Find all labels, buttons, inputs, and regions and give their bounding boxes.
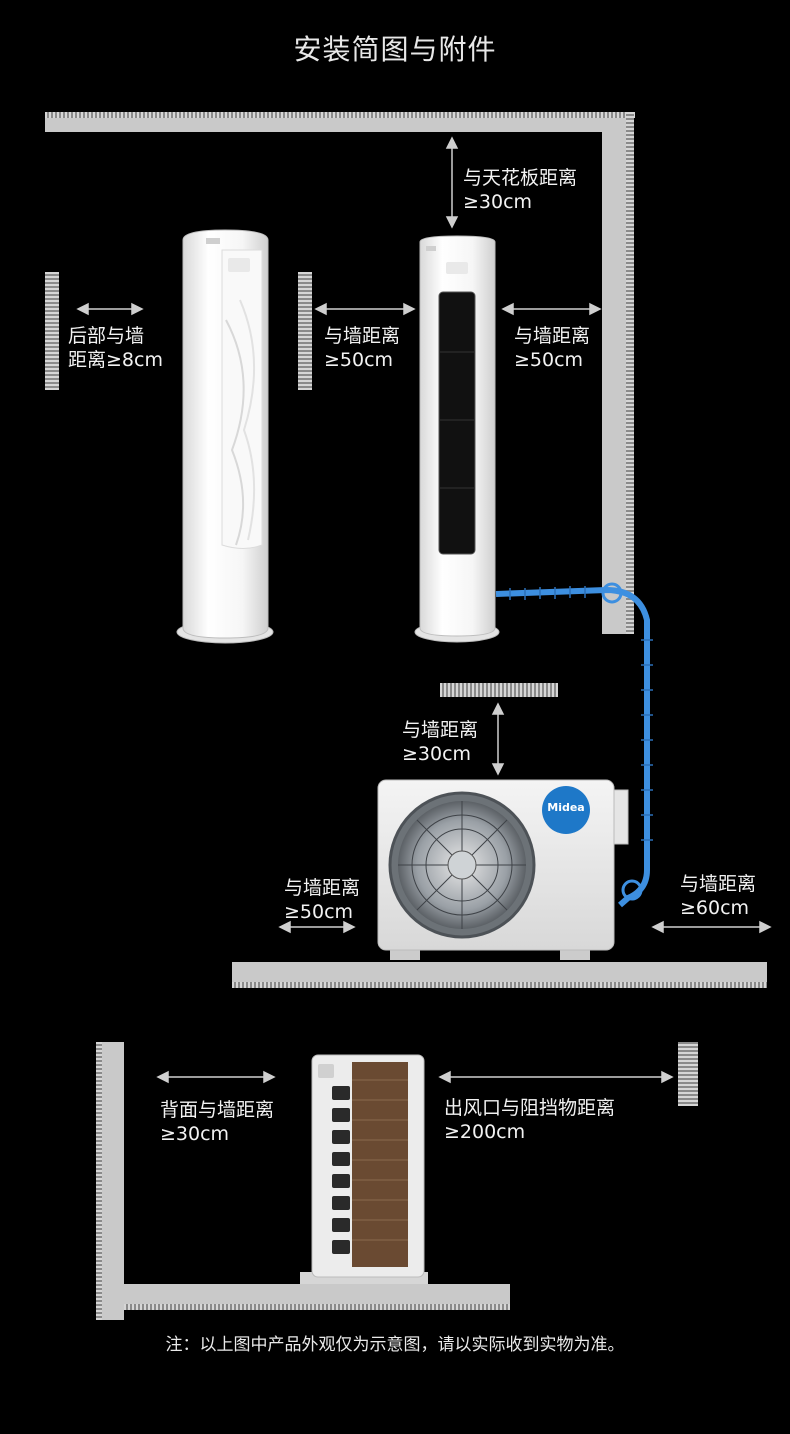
outdoor-unit <box>377 779 629 960</box>
back-wall-edge <box>96 1042 102 1320</box>
right-wall <box>602 130 626 634</box>
floor-slab-edge <box>232 982 767 988</box>
disclaimer-note: 注：以上图中产品外观仅为示意图，请以实际收到实物为准。 <box>165 1335 625 1355</box>
floor-slab <box>232 962 767 982</box>
outdoor-unit-side-view <box>300 1054 428 1284</box>
right-wall-edge <box>626 112 634 634</box>
brand-logo-text: Midea <box>547 801 585 814</box>
ceiling-wall <box>45 118 633 132</box>
indoor-unit-side-view <box>176 229 274 644</box>
obstacle-wall <box>678 1042 698 1106</box>
outdoor-top-distance-label: 与墙距离 ≥30cm <box>402 719 479 765</box>
back-distance-label: 背面与墙距离 ≥30cm <box>160 1099 275 1145</box>
outdoor-top-wall <box>440 683 558 697</box>
outdoor-left-distance-label: 与墙距离 ≥50cm <box>284 877 361 923</box>
back-wall <box>102 1042 124 1320</box>
indoor-unit-front-view <box>414 235 500 643</box>
page-title: 安装简图与附件 <box>293 33 497 66</box>
midea-logo-icon <box>542 786 590 834</box>
rear-distance-label: 后部与墙 距离≥8cm <box>68 325 163 371</box>
ceiling-distance-label: 与天花板距离 ≥30cm <box>463 167 578 213</box>
right-distance-label: 与墙距离 ≥50cm <box>514 325 591 371</box>
rear-wall-small <box>45 272 59 390</box>
bottom-floor <box>124 1284 510 1304</box>
pipe-ribs <box>509 586 653 841</box>
ceiling-top-edge <box>45 112 635 118</box>
side-wall-small <box>298 272 312 390</box>
left-distance-label: 与墙距离 ≥50cm <box>324 325 401 371</box>
bottom-floor-edge <box>124 1304 510 1310</box>
outlet-distance-label: 出风口与阻挡物距离 ≥200cm <box>444 1097 616 1143</box>
arrow-icon <box>76 136 772 1084</box>
outdoor-right-distance-label: 与墙距离 ≥60cm <box>680 873 757 919</box>
